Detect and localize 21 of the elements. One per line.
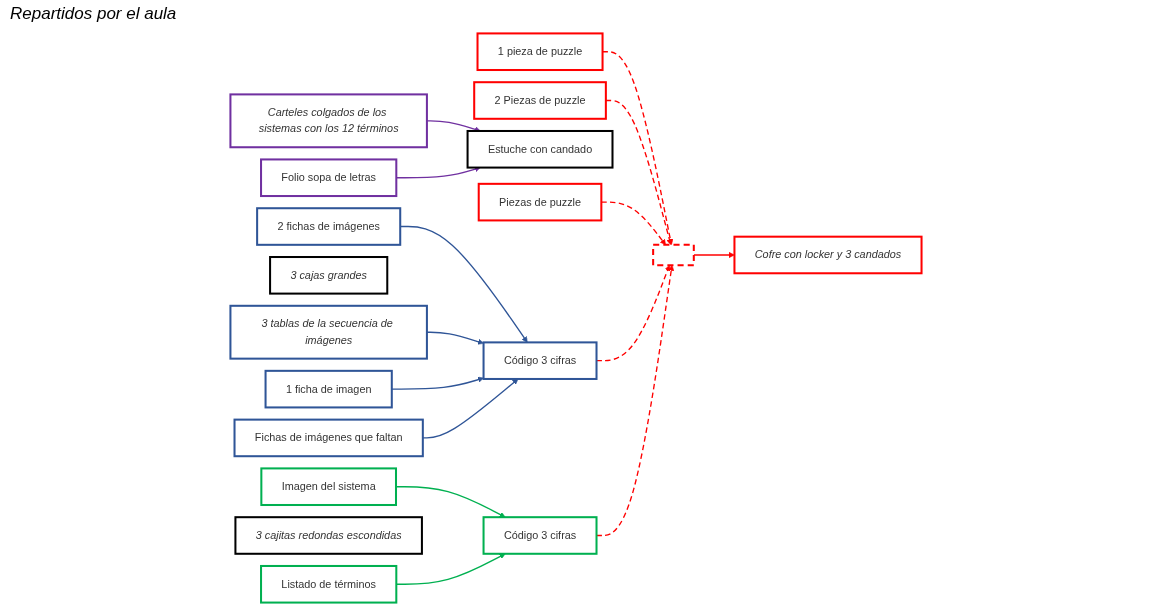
node-box: 3 cajas grandes — [268, 256, 388, 295]
node-box: Carteles colgados de los sistemas con los 12 términos — [228, 93, 428, 149]
node-box: 2 fichas de imágenes — [255, 207, 401, 246]
node-box: Cofre con locker y 3 candados — [732, 235, 923, 275]
node-box — [651, 243, 695, 267]
node-box: Folio sopa de letras — [259, 158, 397, 198]
node-box: Código 3 cifras — [482, 516, 598, 555]
note-text: Repartidos por el aula — [10, 4, 177, 23]
arrow — [395, 553, 505, 585]
node-box: 2 Piezas de puzzle — [472, 81, 607, 120]
node-box: Listado de términos — [259, 564, 397, 604]
node-box: Código 3 cifras — [482, 341, 598, 380]
node-box: 3 tablas de la secuencia de imágenes — [228, 304, 428, 360]
node-box: Fichas de imágenes que faltan — [233, 418, 424, 458]
node-box: Estuche con candado — [466, 129, 614, 169]
node-box: 3 cajitas redondas escondidas — [233, 516, 423, 555]
node-box: 1 pieza de puzzle — [476, 32, 604, 72]
node-box: Imagen del sistema — [259, 467, 397, 506]
arrow — [399, 225, 528, 343]
node-box: 1 ficha de imagen — [264, 369, 393, 409]
node-box: Piezas de puzzle — [477, 182, 602, 222]
